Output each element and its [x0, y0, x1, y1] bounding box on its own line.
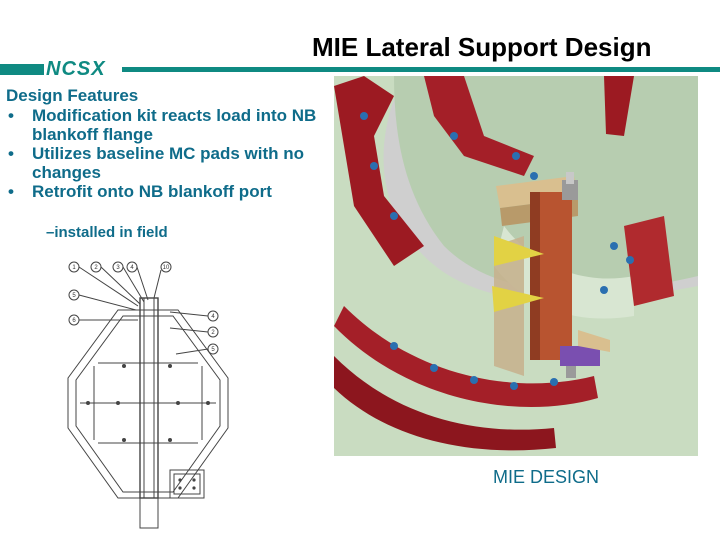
callout-label: 1: [72, 265, 76, 271]
callout-label: 10: [163, 265, 170, 271]
bullet-icon: •: [8, 182, 14, 201]
logo-bar: [0, 64, 44, 75]
design-features: Design Features •Modification kit reacts…: [6, 86, 346, 201]
feature-item: •Modification kit reacts load into NB bl…: [8, 106, 317, 144]
features-heading: Design Features: [6, 86, 139, 105]
bullet-icon: •: [8, 144, 14, 163]
callout-label: 5: [72, 293, 76, 299]
callout-label: 6: [72, 318, 76, 324]
callout-label: 2: [94, 265, 98, 271]
feature-item: •Retrofit onto NB blankoff port: [8, 182, 272, 201]
callout-label: 4: [211, 314, 215, 320]
feature-sub-item: –installed in field: [46, 224, 168, 241]
feature-item: •Utilizes baseline MC pads with no chang…: [8, 144, 305, 182]
callout-label: 2: [211, 330, 215, 336]
engineering-drawing: 1 2 3 4 10 5 6 4 2 5: [67, 261, 229, 529]
figure-caption: MIE DESIGN: [493, 467, 600, 487]
callout-label: 3: [116, 265, 120, 271]
title-rule: [122, 67, 720, 72]
callout-label: 5: [211, 347, 215, 353]
slide-title: MIE Lateral Support Design: [312, 32, 652, 62]
ncsx-logo: NCSX: [46, 58, 106, 80]
features-list: •Modification kit reacts load into NB bl…: [6, 106, 346, 201]
bullet-icon: •: [8, 106, 14, 125]
mie-3d-render: [334, 76, 698, 456]
callout-label: 4: [130, 265, 134, 271]
